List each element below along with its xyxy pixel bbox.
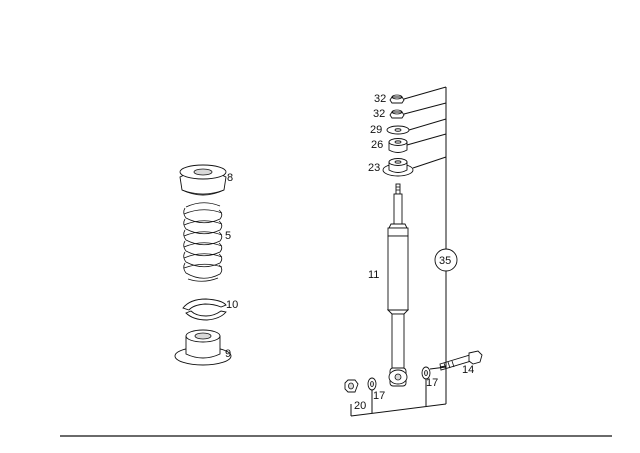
callout-17-left: 17 [373, 390, 385, 402]
callout-17-right: 17 [426, 377, 438, 389]
leader-lines [350, 86, 458, 417]
callout-35: 35 [439, 255, 451, 267]
washer-left-part [367, 377, 377, 391]
washer-part [386, 125, 410, 135]
coil-spring-part [183, 202, 223, 282]
nut-bottom-part [344, 379, 359, 393]
rubber-bushing-part [388, 138, 408, 153]
callout-26: 26 [371, 139, 383, 151]
callout-14: 14 [462, 364, 474, 376]
callout-8: 8 [227, 172, 233, 184]
callout-11: 11 [368, 269, 379, 281]
shock-absorber-part [386, 183, 410, 387]
callout-23: 23 [368, 162, 380, 174]
spring-pad-part [182, 298, 227, 321]
callout-10: 10 [226, 299, 238, 311]
upper-spring-mount-part [179, 164, 227, 196]
nut-upper-part [389, 94, 405, 104]
callout-5: 5 [225, 230, 231, 242]
callout-20: 20 [354, 400, 366, 412]
callout-32-upper: 32 [374, 93, 386, 105]
upper-mount-bushing-part [382, 158, 414, 177]
callout-29: 29 [370, 124, 382, 136]
callout-9: 9 [225, 348, 231, 360]
lower-spring-seat-part [174, 329, 232, 366]
nut-lower-part [389, 109, 405, 119]
callout-32-lower: 32 [373, 108, 385, 120]
